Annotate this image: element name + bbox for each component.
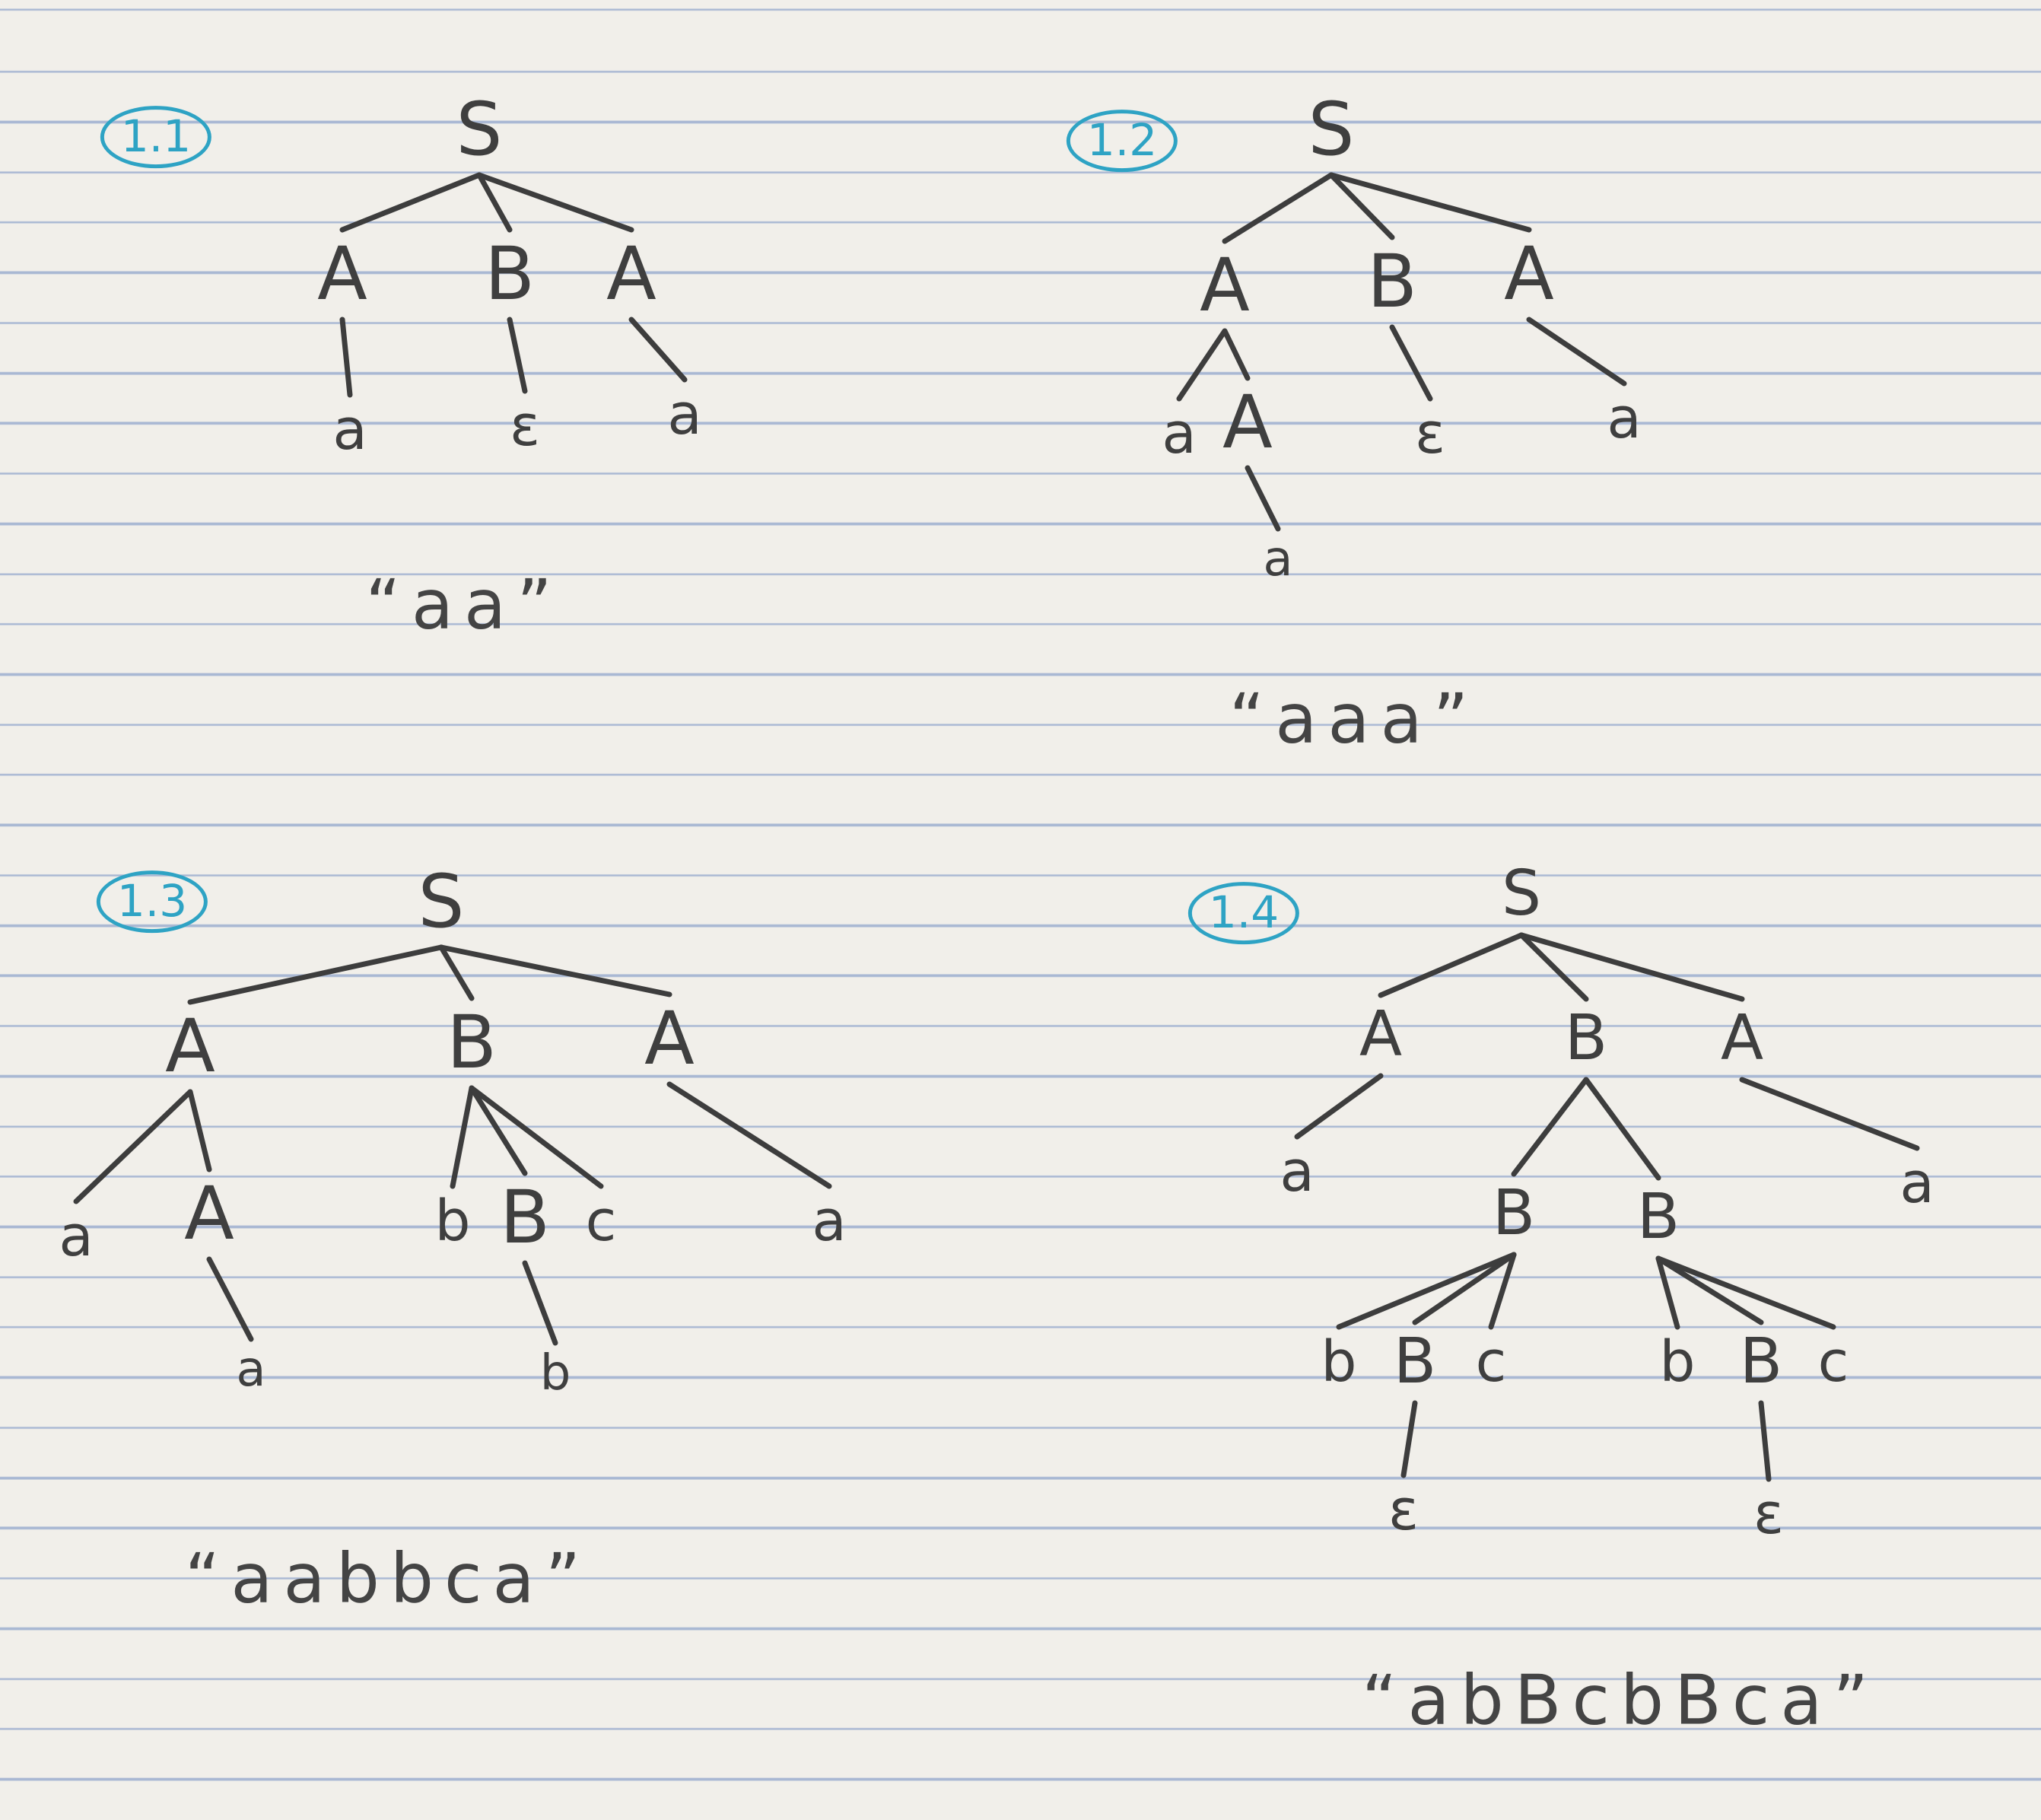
tree-node-e: ε — [1415, 401, 1445, 466]
tree-edge-a1-a1 — [1176, 328, 1228, 402]
tree-edge-b-e — [1389, 324, 1433, 402]
tree-edge-b-br — [1583, 1077, 1661, 1181]
tree-badge-1-1: 1.1 — [100, 106, 212, 168]
tree-node-a3: A — [1222, 380, 1273, 465]
tree-edge-a1-a3 — [1222, 328, 1251, 381]
tree-edge-a2-a2 — [1739, 1077, 1920, 1151]
tree-node-b: B — [1367, 239, 1417, 324]
tree-edge-a3-a3 — [1245, 465, 1281, 532]
tree-node-brr: B — [1739, 1325, 1783, 1398]
tree-node-er: ε — [1753, 1481, 1784, 1547]
tree-node-bll: B — [1393, 1325, 1437, 1398]
tree-node-el: ε — [1388, 1478, 1419, 1543]
tree-node-a1: A — [1200, 243, 1250, 328]
tree-edge-bl-bl — [1336, 1252, 1517, 1330]
tree-node-b: B — [447, 1000, 497, 1085]
tree-node-cl: c — [1475, 1329, 1507, 1395]
tree-node-a1: A — [165, 1004, 215, 1089]
tree-node-br: b — [1659, 1329, 1696, 1395]
tree-edge-s-a2 — [1328, 172, 1532, 233]
derived-string-1-1: “aa” — [365, 565, 563, 645]
tree-edge-a1-a1 — [73, 1089, 193, 1204]
tree-edge-s-a2 — [438, 944, 672, 998]
tree-edge-s-a1 — [1378, 932, 1524, 998]
tree-edge-s-a2 — [476, 172, 634, 233]
tree-edge-bll-el — [1400, 1400, 1418, 1478]
tree-edge-s-b — [1328, 172, 1395, 240]
tree-node-bl: b — [1321, 1329, 1357, 1395]
tree-edge-b-c1 — [469, 1085, 604, 1189]
tree-edge-b-b2 — [469, 1085, 528, 1176]
tree-edge-s-a1 — [1222, 172, 1334, 244]
tree-node-b2: b — [539, 1345, 571, 1402]
tree-node-a3: A — [184, 1171, 234, 1256]
tree-edge-b2-b2 — [522, 1260, 558, 1346]
tree-node-a3: a — [1263, 531, 1293, 587]
tree-node-a2: a — [1900, 1150, 1934, 1216]
tree-node-a2: a — [1607, 386, 1642, 451]
tree-node-b: B — [1564, 1002, 1608, 1074]
tree-node-b: B — [485, 231, 535, 317]
derived-string-1-3: “aabbca” — [184, 1538, 592, 1619]
tree-node-a2: A — [1504, 231, 1554, 317]
tree-edge-a1-a3 — [187, 1089, 212, 1172]
tree-node-b1: b — [434, 1188, 471, 1254]
tree-edge-a2-a2 — [1526, 317, 1627, 387]
tree-badge-1-2: 1.2 — [1066, 110, 1178, 172]
tree-node-c1: c — [585, 1188, 617, 1254]
tree-node-a3: a — [236, 1341, 266, 1398]
tree-edge-bl-cl — [1488, 1252, 1517, 1330]
tree-edge-bl-bll — [1412, 1252, 1517, 1325]
tree-edge-brr-er — [1758, 1400, 1772, 1482]
tree-node-b2: B — [500, 1175, 550, 1260]
tree-node-s: S — [1308, 87, 1355, 172]
tree-edge-s-a1 — [339, 172, 482, 233]
tree-edge-br-brr — [1655, 1255, 1764, 1325]
tree-node-a2: a — [667, 382, 702, 447]
tree-node-s: S — [418, 859, 465, 944]
tree-edge-a1-a1 — [339, 317, 353, 398]
tree-node-a1: A — [317, 231, 367, 317]
tree-node-a2: A — [606, 231, 656, 317]
tree-edge-br-br — [1655, 1255, 1680, 1330]
tree-edge-br-cr — [1655, 1255, 1836, 1330]
tree-node-cr: c — [1817, 1329, 1849, 1395]
tree-node-a1: a — [332, 397, 367, 463]
tree-edge-b-b1 — [450, 1085, 475, 1189]
tree-edge-s-b — [476, 172, 513, 233]
tree-edge-b-bl — [1511, 1077, 1589, 1177]
tree-node-a1: a — [1162, 401, 1197, 466]
tree-badge-1-3: 1.3 — [96, 870, 208, 933]
tree-node-a2: a — [812, 1188, 847, 1254]
tree-edge-a3-a3 — [206, 1256, 254, 1342]
tree-node-s: S — [456, 87, 503, 172]
tree-node-bl: B — [1492, 1177, 1536, 1249]
tree-edge-a1-a1 — [1294, 1073, 1384, 1140]
tree-edge-s-b — [438, 944, 475, 1001]
derived-string-1-4: “abBcbBca” — [1361, 1660, 1880, 1741]
tree-node-br: B — [1636, 1181, 1680, 1253]
tree-edge-a2-a2 — [666, 1081, 832, 1189]
tree-node-a2: A — [644, 996, 695, 1081]
tree-node-s: S — [1501, 858, 1542, 930]
tree-edge-s-a2 — [1518, 932, 1745, 1002]
derived-string-1-2: “aaa” — [1229, 679, 1480, 759]
tree-node-a2: A — [1720, 1002, 1764, 1074]
tree-node-a1: a — [59, 1204, 94, 1269]
tree-node-a1: a — [1280, 1139, 1315, 1204]
tree-edge-s-a1 — [187, 944, 444, 1005]
tree-badge-1-4: 1.4 — [1187, 882, 1300, 944]
tree-node-e: ε — [510, 393, 540, 459]
tree-edge-a2-a2 — [628, 317, 688, 383]
tree-edge-b-e — [507, 317, 528, 394]
tree-node-a1: A — [1359, 998, 1403, 1071]
tree-edge-s-b — [1518, 932, 1589, 1002]
